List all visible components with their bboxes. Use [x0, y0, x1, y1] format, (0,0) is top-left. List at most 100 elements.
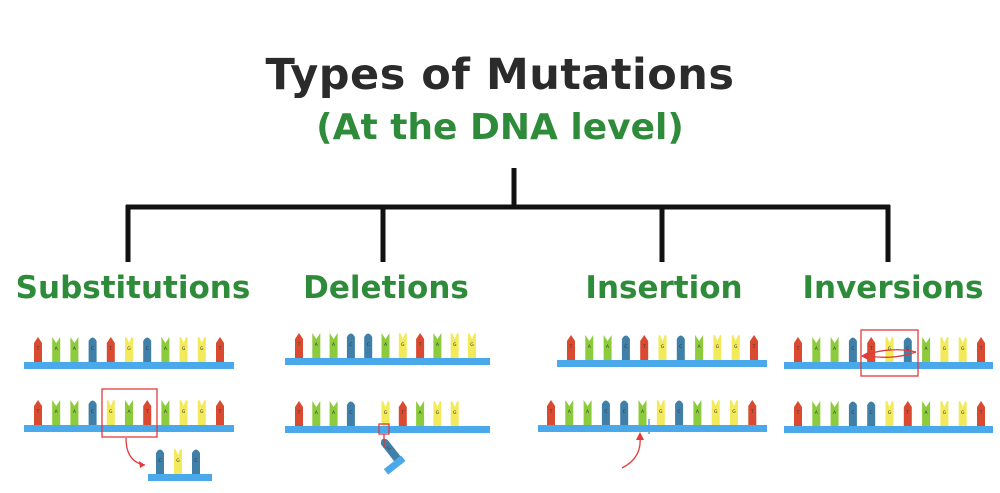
svg-text:C: C — [349, 342, 352, 348]
nucleotide-T: T — [640, 335, 649, 360]
svg-text:G: G — [401, 342, 405, 348]
nucleotide-C: C — [364, 333, 373, 358]
svg-text:C: C — [194, 458, 197, 464]
svg-text:T: T — [36, 409, 40, 415]
nucleotide-G: G — [179, 337, 188, 362]
label-deletions: Deletions — [303, 270, 469, 306]
nucleotide-G: G — [450, 401, 459, 426]
svg-text:T: T — [218, 346, 222, 352]
nucleotide-A: A — [812, 401, 821, 426]
svg-text:C: C — [851, 410, 854, 416]
nucleotide-T: T — [547, 400, 555, 425]
nucleotide-T: T — [143, 400, 152, 425]
svg-text:C: C — [679, 344, 682, 350]
strand-backbone — [24, 362, 234, 369]
nucleotide-C: C — [903, 337, 912, 362]
nucleotide-C: C — [143, 337, 152, 362]
nucleotide-A: A — [52, 400, 61, 425]
nucleotide-C: C — [621, 335, 630, 360]
nucleotide-A: A — [312, 333, 321, 358]
svg-text:A: A — [833, 410, 837, 416]
svg-text:C: C — [851, 346, 854, 352]
svg-text:G: G — [661, 344, 665, 350]
svg-text:C: C — [624, 344, 627, 350]
nucleotide-A: A — [125, 400, 133, 425]
nucleotide-G: G — [398, 333, 407, 358]
nucleotide-G: G — [450, 333, 459, 358]
svg-text:T: T — [750, 409, 754, 415]
svg-text:G: G — [182, 409, 186, 415]
strand-backbone — [784, 426, 993, 433]
nucleotide-T: T — [903, 401, 912, 426]
strand-backbone — [538, 425, 767, 432]
label-inversions: Inversions — [802, 270, 984, 306]
nucleotide-A: A — [52, 337, 61, 362]
nucleotide-G: G — [885, 401, 894, 426]
nucleotide-T: T — [295, 401, 303, 426]
nucleotide-A: A — [381, 333, 390, 358]
svg-text:G: G — [961, 346, 965, 352]
strand-backbone — [24, 425, 234, 432]
svg-text:A: A — [55, 346, 59, 352]
svg-text:T: T — [979, 410, 983, 416]
nucleotide-T: T — [748, 400, 757, 425]
nucleotide-C: C — [88, 400, 97, 425]
svg-text:A: A — [698, 344, 702, 350]
nucleotide-A: A — [329, 401, 338, 426]
svg-text:A: A — [436, 342, 440, 348]
nucleotide-T: T — [867, 337, 876, 362]
svg-text:T: T — [796, 410, 800, 416]
svg-text:C: C — [604, 409, 607, 415]
svg-text:T: T — [905, 410, 909, 416]
nucleotide-A: A — [565, 400, 574, 425]
strand-backbone — [784, 362, 993, 369]
svg-text:A: A — [315, 410, 319, 416]
nucleotide-G: G — [468, 333, 476, 358]
svg-text:G: G — [888, 410, 892, 416]
nucleotide-T: T — [216, 337, 224, 362]
svg-text:A: A — [332, 410, 336, 416]
svg-text:A: A — [73, 409, 77, 415]
svg-text:A: A — [815, 346, 819, 352]
svg-text:G: G — [109, 409, 113, 415]
nucleotide-C: C — [867, 401, 876, 426]
svg-text:A: A — [164, 409, 168, 415]
svg-text:C: C — [870, 410, 873, 416]
svg-text:C: C — [623, 409, 626, 415]
svg-text:A: A — [641, 409, 645, 415]
svg-text:T: T — [297, 342, 301, 348]
nucleotide-G: G — [658, 335, 667, 360]
nucleotide-G: G — [940, 337, 949, 362]
svg-text:C: C — [906, 346, 909, 352]
svg-text:T: T — [108, 346, 112, 352]
nucleotide-A: A — [585, 335, 594, 360]
svg-text:T: T — [36, 346, 40, 352]
nucleotide-C: C — [601, 400, 610, 425]
nucleotide-T: T — [567, 335, 575, 360]
svg-text:G: G — [943, 410, 947, 416]
nucleotide-A: A — [161, 400, 170, 425]
nucleotide-A: A — [583, 400, 592, 425]
svg-text:T: T — [569, 344, 573, 350]
svg-text:G: G — [384, 410, 388, 416]
nucleotide-A: A — [922, 401, 931, 426]
strand-backbone — [285, 358, 490, 365]
nucleotide-T: T — [34, 400, 42, 425]
svg-text:C: C — [386, 445, 392, 452]
svg-text:T: T — [642, 344, 646, 350]
nucleotide-T: T — [106, 337, 115, 362]
nucleotide-G: G — [433, 401, 442, 426]
nucleotide-C: C — [848, 401, 857, 426]
nucleotide-G: G — [711, 400, 720, 425]
svg-text:T: T — [297, 410, 301, 416]
svg-text:A: A — [925, 346, 929, 352]
svg-text:T: T — [218, 409, 222, 415]
svg-text:G: G — [470, 342, 474, 348]
nucleotide-T: T — [416, 333, 425, 358]
